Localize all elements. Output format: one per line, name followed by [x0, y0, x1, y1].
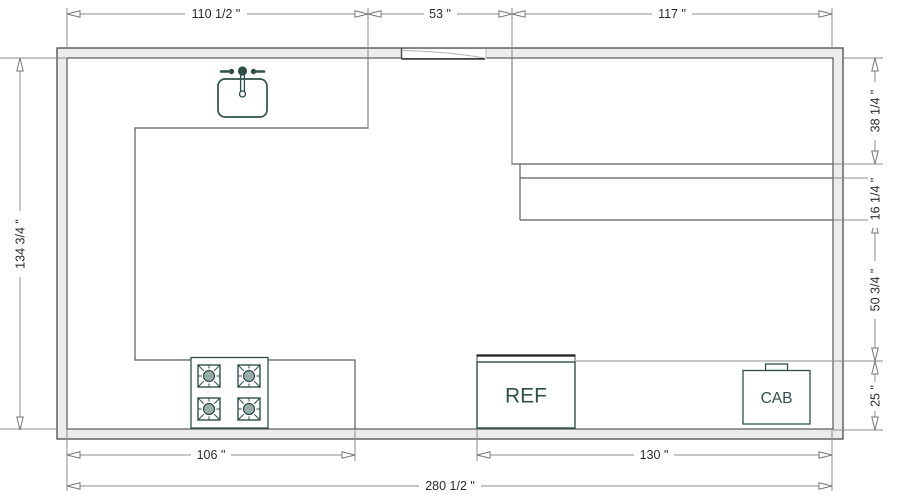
dim-top-3: 117 " — [658, 7, 686, 21]
refrigerator-label: REF — [505, 385, 547, 408]
wall-outline — [56, 47, 844, 440]
dim-top-2: 53 " — [429, 7, 451, 21]
dimension-arrows — [16, 10, 879, 490]
burner-icon — [237, 364, 261, 388]
dim-right-1: 38 1/4 " — [869, 90, 883, 133]
dim-bottom-2: 130 " — [640, 448, 669, 462]
cabinet[interactable]: CAB — [742, 363, 811, 425]
cabinet-label: CAB — [761, 390, 793, 407]
sink-icon[interactable] — [217, 66, 268, 118]
dim-top-1: 110 1/2 " — [192, 7, 241, 21]
dim-overall-width: 280 1/2 " — [425, 479, 475, 493]
burner-icon — [237, 397, 261, 421]
dimension-labels: 110 1/2 " 53 " 117 " 134 3/4 " 38 1/4 " … — [13, 7, 883, 493]
dim-right-4: 25 " — [869, 385, 883, 407]
refrigerator[interactable]: REF — [476, 354, 576, 429]
dim-left-1: 134 3/4 " — [14, 219, 28, 269]
dim-right-3: 50 3/4 " — [869, 269, 883, 312]
dim-right-2: 16 1/4 " — [869, 178, 883, 221]
dim-bottom-1: 106 " — [197, 448, 226, 462]
burner-icon — [197, 364, 221, 388]
cooktop-icon[interactable] — [190, 356, 269, 429]
window-opening-icon[interactable] — [400, 48, 487, 60]
burner-icon — [197, 397, 221, 421]
